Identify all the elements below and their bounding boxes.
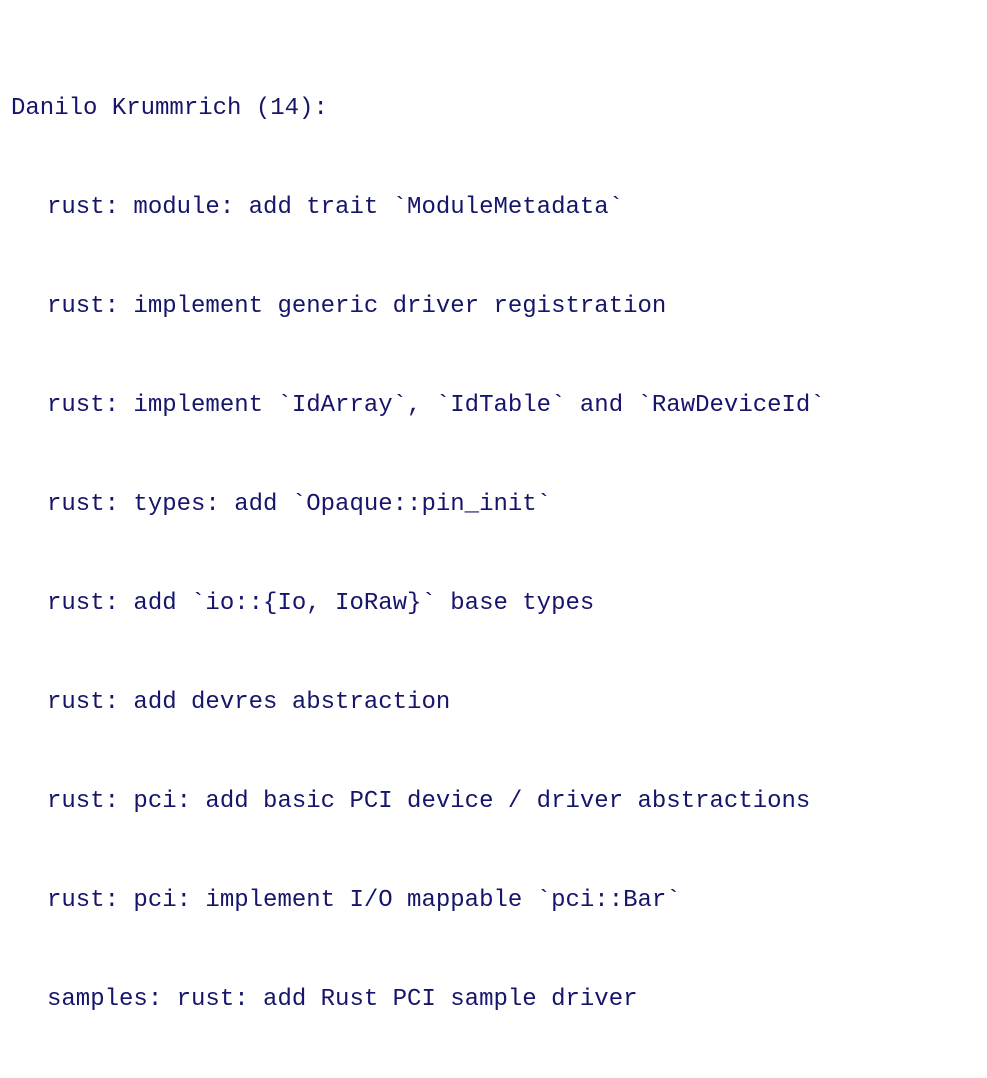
commit-line: rust: add `io::{Io, IoRaw}` base types bbox=[47, 590, 595, 617]
commit-line: rust: pci: add basic PCI device / driver… bbox=[47, 788, 811, 815]
commit-line: rust: pci: implement I/O mappable `pci::… bbox=[47, 887, 681, 914]
commit-line: samples: rust: add Rust PCI sample drive… bbox=[47, 986, 638, 1013]
commit-line: rust: add devres abstraction bbox=[47, 689, 451, 716]
commit-line: rust: implement generic driver registrat… bbox=[47, 293, 667, 320]
commit-line: rust: implement `IdArray`, `IdTable` and… bbox=[47, 392, 825, 419]
commit-line: rust: module: add trait `ModuleMetadata` bbox=[47, 194, 624, 221]
author-heading: Danilo Krummrich (14): bbox=[11, 95, 328, 122]
commit-line: rust: types: add `Opaque::pin_init` bbox=[47, 491, 552, 518]
git-shortlog-output: Danilo Krummrich (14): rust: module: add… bbox=[11, 95, 825, 1013]
